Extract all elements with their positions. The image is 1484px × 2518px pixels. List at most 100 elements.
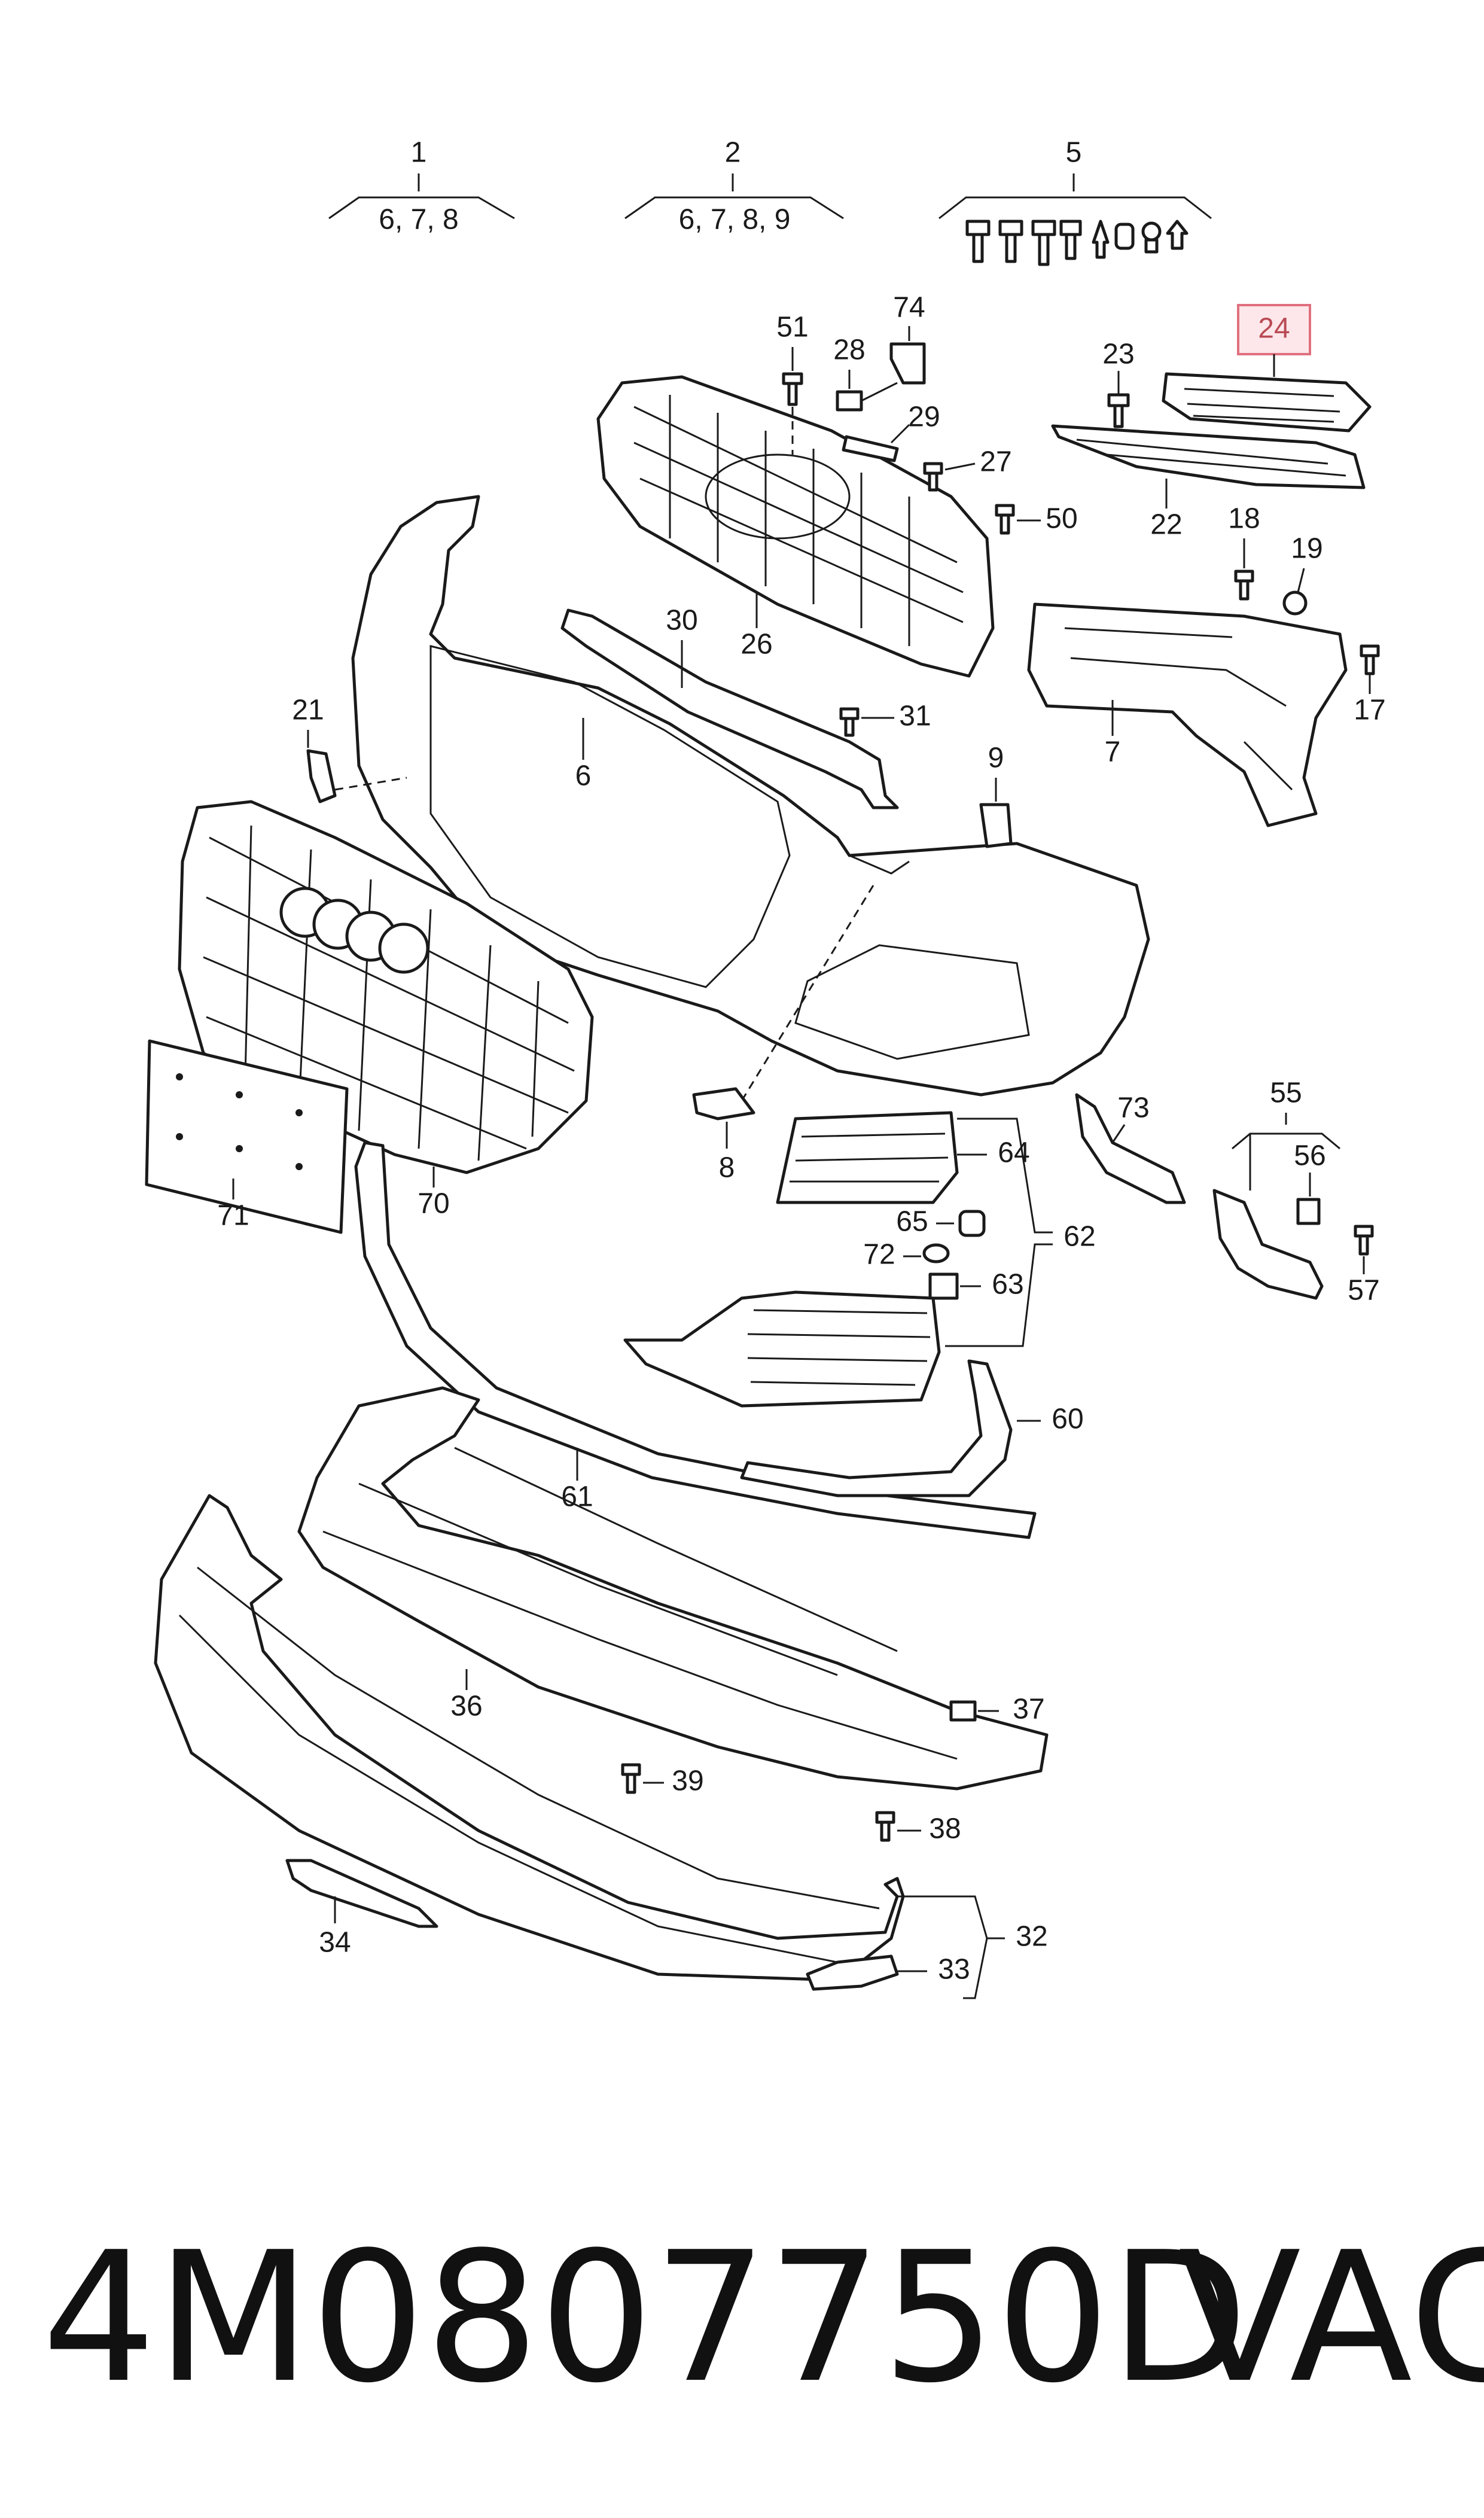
svg-text:23: 23 — [1102, 339, 1134, 370]
svg-text:7: 7 — [1105, 736, 1121, 768]
svg-text:27: 27 — [980, 446, 1011, 478]
svg-text:50: 50 — [1046, 503, 1077, 535]
four-rings-logo — [279, 887, 429, 974]
svg-text:63: 63 — [992, 1269, 1023, 1301]
part-22-trim-strip — [1051, 424, 1366, 489]
callout-61: 61 — [561, 1448, 593, 1513]
callout-32-bracket: 32 — [897, 1895, 1048, 1999]
svg-text:21: 21 — [292, 695, 324, 726]
callout-33: 33 — [897, 1954, 970, 1986]
svg-text:72: 72 — [863, 1239, 895, 1271]
part-number: 4M0807750D — [42, 2213, 1248, 2422]
callout-70: 70 — [418, 1167, 450, 1220]
svg-text:55: 55 — [1270, 1077, 1302, 1109]
part-24-grille-insert — [1162, 372, 1372, 433]
callout-22: 22 — [1150, 479, 1183, 541]
svg-text:26: 26 — [741, 629, 772, 660]
svg-text:65: 65 — [896, 1206, 928, 1238]
callout-39: 39 — [621, 1763, 704, 1797]
svg-text:38: 38 — [929, 1813, 961, 1845]
svg-text:19: 19 — [1291, 533, 1323, 565]
group-header-55: 55 — [1232, 1077, 1340, 1191]
svg-text:60: 60 — [1052, 1403, 1083, 1435]
callout-21: 21 — [292, 695, 407, 803]
part-55-side-trim — [1212, 1189, 1324, 1300]
svg-text:34: 34 — [319, 1927, 351, 1959]
callout-29: 29 — [842, 401, 940, 462]
callout-26: 26 — [741, 592, 773, 660]
part-71-plate-bracket — [145, 1039, 349, 1234]
svg-text:36: 36 — [450, 1691, 482, 1722]
callout-62-bracket: 62 — [945, 1118, 1096, 1347]
part-26-grille-carrier — [596, 375, 995, 678]
fastener-set-icon — [965, 220, 1189, 266]
part-6-bumper-cover — [351, 495, 1150, 1097]
part-36-lower-carrier — [297, 1386, 1049, 1791]
group-2-label: 2 — [725, 137, 741, 169]
callout-56: 56 — [1294, 1140, 1326, 1225]
callout-71: 71 — [217, 1179, 249, 1232]
svg-text:22: 22 — [1150, 509, 1182, 541]
group-2-sub: 6, 7, 8, 9 — [679, 204, 791, 236]
callout-31: 31 — [839, 701, 931, 737]
svg-text:73: 73 — [1117, 1092, 1149, 1124]
group-header-1: 1 6, 7, 8 — [328, 137, 515, 236]
part-73-side-strip — [1075, 1093, 1186, 1204]
svg-text:39: 39 — [672, 1765, 703, 1797]
footer-line: 4M0807750D VAG — [24, 2213, 1484, 2423]
svg-text:61: 61 — [561, 1481, 593, 1513]
callout-74: 74 — [861, 292, 926, 402]
svg-text:24: 24 — [1258, 313, 1290, 345]
callout-7: 7 — [1105, 700, 1121, 768]
part-62-lower-grille — [623, 1290, 941, 1408]
svg-text:6: 6 — [575, 760, 592, 792]
callout-73: 73 — [1111, 1092, 1150, 1143]
part-34-trim-cap — [285, 1859, 438, 1928]
svg-text:33: 33 — [938, 1954, 970, 1986]
callout-64: 64 — [957, 1137, 1030, 1169]
callout-18: 18 — [1228, 503, 1260, 601]
part-30-upper-strip — [560, 608, 899, 809]
group-header-2: 2 6, 7, 8, 9 — [624, 137, 844, 236]
svg-text:28: 28 — [833, 334, 865, 366]
svg-text:56: 56 — [1294, 1140, 1325, 1172]
svg-text:9: 9 — [988, 742, 1004, 774]
callout-38: 38 — [875, 1811, 961, 1845]
svg-text:71: 71 — [217, 1200, 249, 1232]
callout-36: 36 — [450, 1669, 483, 1722]
callout-6: 6 — [575, 718, 592, 792]
callout-30: 30 — [666, 605, 698, 688]
svg-text:62: 62 — [1064, 1221, 1095, 1253]
svg-text:30: 30 — [666, 605, 697, 637]
svg-text:57: 57 — [1348, 1275, 1379, 1307]
svg-text:70: 70 — [418, 1188, 449, 1220]
part-61-lower-strip — [354, 1141, 1037, 1539]
svg-text:37: 37 — [1013, 1694, 1044, 1725]
callout-9: 9 — [979, 742, 1013, 848]
group-header-5: 5 — [938, 137, 1212, 266]
callout-50: 50 — [995, 503, 1078, 535]
callout-51: 51 — [776, 312, 809, 455]
callout-24: 24 — [1237, 304, 1311, 377]
svg-text:29: 29 — [908, 401, 940, 433]
callout-72: 72 — [863, 1239, 950, 1271]
svg-text:64: 64 — [998, 1137, 1029, 1169]
svg-text:74: 74 — [893, 292, 925, 324]
highlight-box — [1237, 304, 1311, 355]
part-33-trim-cap — [806, 1954, 899, 1991]
group-1-label: 1 — [411, 137, 427, 169]
callout-37: 37 — [949, 1694, 1045, 1725]
group-5-label: 5 — [1066, 137, 1082, 169]
callout-63: 63 — [928, 1269, 1024, 1301]
svg-text:17: 17 — [1354, 695, 1385, 726]
svg-text:31: 31 — [899, 701, 931, 732]
part-60-fog-trim — [740, 1359, 1013, 1497]
svg-text:18: 18 — [1228, 503, 1260, 535]
callout-8: 8 — [692, 1087, 755, 1184]
callout-57: 57 — [1348, 1225, 1380, 1307]
svg-text:32: 32 — [1016, 1921, 1047, 1953]
callout-34: 34 — [319, 1896, 351, 1959]
group-1-sub: 6, 7, 8 — [379, 204, 458, 236]
callout-23: 23 — [1102, 339, 1135, 428]
